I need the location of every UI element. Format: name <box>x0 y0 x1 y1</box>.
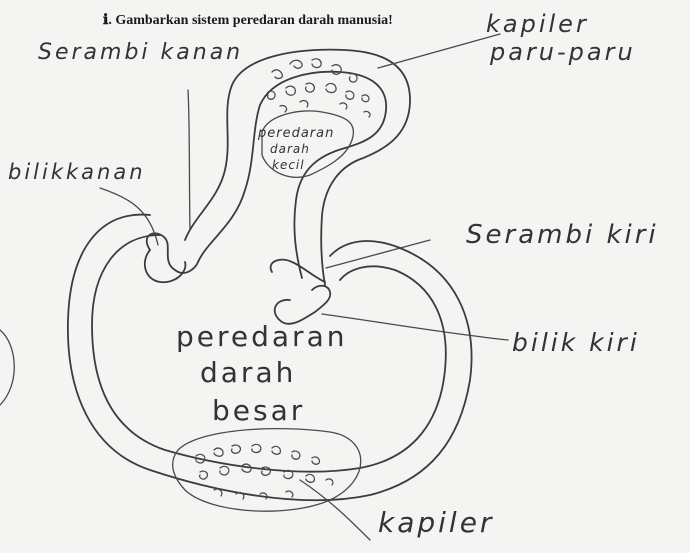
label-kapiler-paru-line1: kapiler <box>486 10 589 38</box>
label-peredaran-besar-line2: darah <box>200 356 296 389</box>
label-serambi-kanan: Serambi kanan <box>38 40 243 65</box>
label-kapiler-paru-line2: paru-paru <box>490 38 636 66</box>
label-peredaran-kecil-line2: darah <box>270 142 310 156</box>
label-peredaran-kecil-line3: kecil <box>272 158 305 172</box>
label-peredaran-kecil-line1: peredaran <box>258 126 334 141</box>
bilik-kiri-leader <box>322 314 508 340</box>
right-atrium-shape <box>147 233 198 273</box>
label-serambi-kiri: Serambi kiri <box>466 220 659 250</box>
label-bilik-kanan: bilikkanan <box>8 160 146 184</box>
label-bilik-kiri: bilik kiri <box>512 328 640 357</box>
right-ventricle-shape <box>145 250 186 282</box>
label-peredaran-besar-line3: besar <box>212 394 305 427</box>
kapiler-bottom-leader <box>300 480 370 540</box>
left-ventricle-shape <box>275 286 331 324</box>
serambi-kanan-leader <box>188 90 190 230</box>
kapiler-paru-leader <box>378 34 500 68</box>
label-peredaran-besar-line1: peredaran <box>176 320 347 353</box>
pulmonary-loop-inner <box>198 72 386 278</box>
margin-arc <box>0 330 14 405</box>
label-kapiler-bottom: kapiler <box>378 506 494 539</box>
lung-capillaries <box>268 59 371 117</box>
